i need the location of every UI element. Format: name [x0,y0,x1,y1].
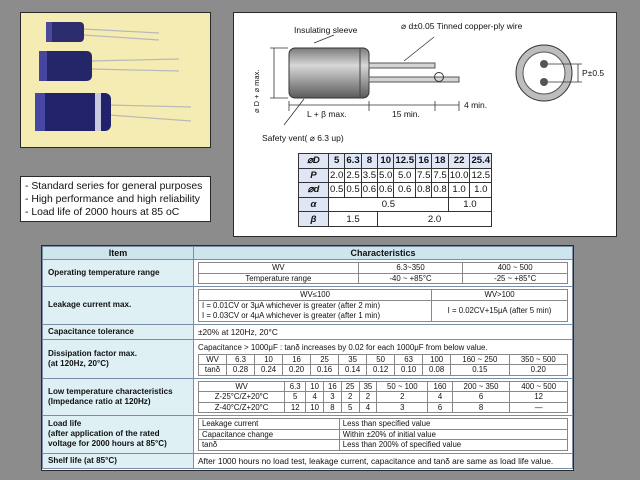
vent-label: Safety vent( ⌀ 6.3 up) [262,133,344,143]
table-cell: 16 [282,353,312,365]
table-cell: 50 ~ 100 [376,380,429,392]
table-cell: 350 ~ 500 [508,353,569,365]
table-cell: 8 [451,401,511,413]
table-row: Capacitance tolerance ±20% at 120Hz, 20°… [42,323,573,340]
table-row: Dissipation factor max.(at 120Hz, 20°C) … [42,338,573,379]
table-cell: 25 [340,380,360,392]
table-cell: 0.24 [254,364,284,376]
table-cell: — [509,401,568,413]
table-cell: Z-25°C/Z+20°C [197,391,286,403]
table-cell: 10 [305,401,324,413]
table-cell: 5 [340,401,360,413]
characteristics-panel: Item Characteristics Operating temperatu… [41,245,574,471]
table-cell: 100 [422,353,452,365]
pitch-label: P±0.5 [582,68,604,78]
wire-label: ⌀ d±0.05 Tinned copper-ply wire [401,21,523,31]
lead1-label: 15 min. [392,109,420,119]
capacitor-outline-diagram: Insulating sleeve ⌀ d±0.05 Tinned copper… [252,21,604,143]
table-cell: 63 [394,353,424,365]
table-cell: 10 [305,380,324,392]
table-cell: 400 ~ 500 [509,380,568,392]
capacitor-photo-illustration [35,22,192,131]
table-cell: 50 [366,353,396,365]
feature-item: - Standard series for general purposes [25,181,203,192]
table-row: Load life(after application of the rated… [42,415,573,454]
table-cell: 0.20 [508,364,569,376]
sleeve-label: Insulating sleeve [294,25,358,35]
table-header: Item Characteristics [42,246,573,260]
length-label: L + β max. [307,109,347,119]
feature-item: - High performance and high reliability [25,194,200,206]
table-cell: 4 [358,401,378,413]
product-photo [20,12,211,148]
dimension-drawing: Insulating sleeve ⌀ d±0.05 Tinned copper… [233,12,617,237]
diameter-label: ⌀ D + ⌀ max. [252,70,261,113]
table-cell: 6 [451,391,511,403]
table-cell: 25 [310,353,340,365]
table-cell: 0.08 [422,364,452,376]
table-cell: 2 [376,391,429,403]
table-cell: tanδ [197,364,228,376]
table-row: Low temperature characteristics(Impedanc… [42,377,573,416]
table-cell: 6.3 [226,353,256,365]
table-cell: 0.16 [310,364,340,376]
header-characteristics: Characteristics [193,246,573,260]
table-cell: 0.15 [450,364,510,376]
table-cell: WV [197,380,286,392]
table-cell: 0.12 [366,364,396,376]
table-cell: 200 ~ 350 [451,380,511,392]
table-cell: 4 [305,391,324,403]
table-cell: 8 [323,401,342,413]
features-list: - Standard series for general purposes -… [20,176,211,222]
table-cell: 3 [376,401,429,413]
table-row: α 0.5 1.0 [298,196,493,213]
table-row: β 1.5 2.0 [298,211,493,227]
table-cell: 12 [509,391,568,403]
table-cell: 10 [254,353,284,365]
table-cell: 35 [338,353,368,365]
table-cell: 12 [284,401,307,413]
table-cell: 35 [358,380,378,392]
table-cell: 0.14 [338,364,368,376]
table-cell: 6.3 [284,380,307,392]
table-cell: 16 [323,380,342,392]
table-cell: 0.28 [226,364,256,376]
table-cell: 0.10 [394,364,424,376]
table-cell: 2 [340,391,360,403]
table-cell: 160 [427,380,453,392]
header-item: Item [42,246,194,260]
feature-item: - Load life of 2000 hours at 85 oC [25,207,180,219]
table-cell: 5 [284,391,307,403]
table-cell: 6 [427,401,453,413]
characteristics-table: Item Characteristics Operating temperatu… [42,246,573,469]
table-cell: WV [197,353,228,365]
lead2-label: 4 min. [464,100,487,110]
table-cell: 4 [427,391,453,403]
table-cell: 2 [358,391,378,403]
table-cell: 3 [323,391,342,403]
table-cell: 0.20 [282,364,312,376]
table-cell: Z-40°C/Z+20°C [197,401,286,413]
table-row: Shelf life (at 85°C) After 1000 hours no… [42,452,573,469]
table-cell: 160 ~ 250 [450,353,510,365]
